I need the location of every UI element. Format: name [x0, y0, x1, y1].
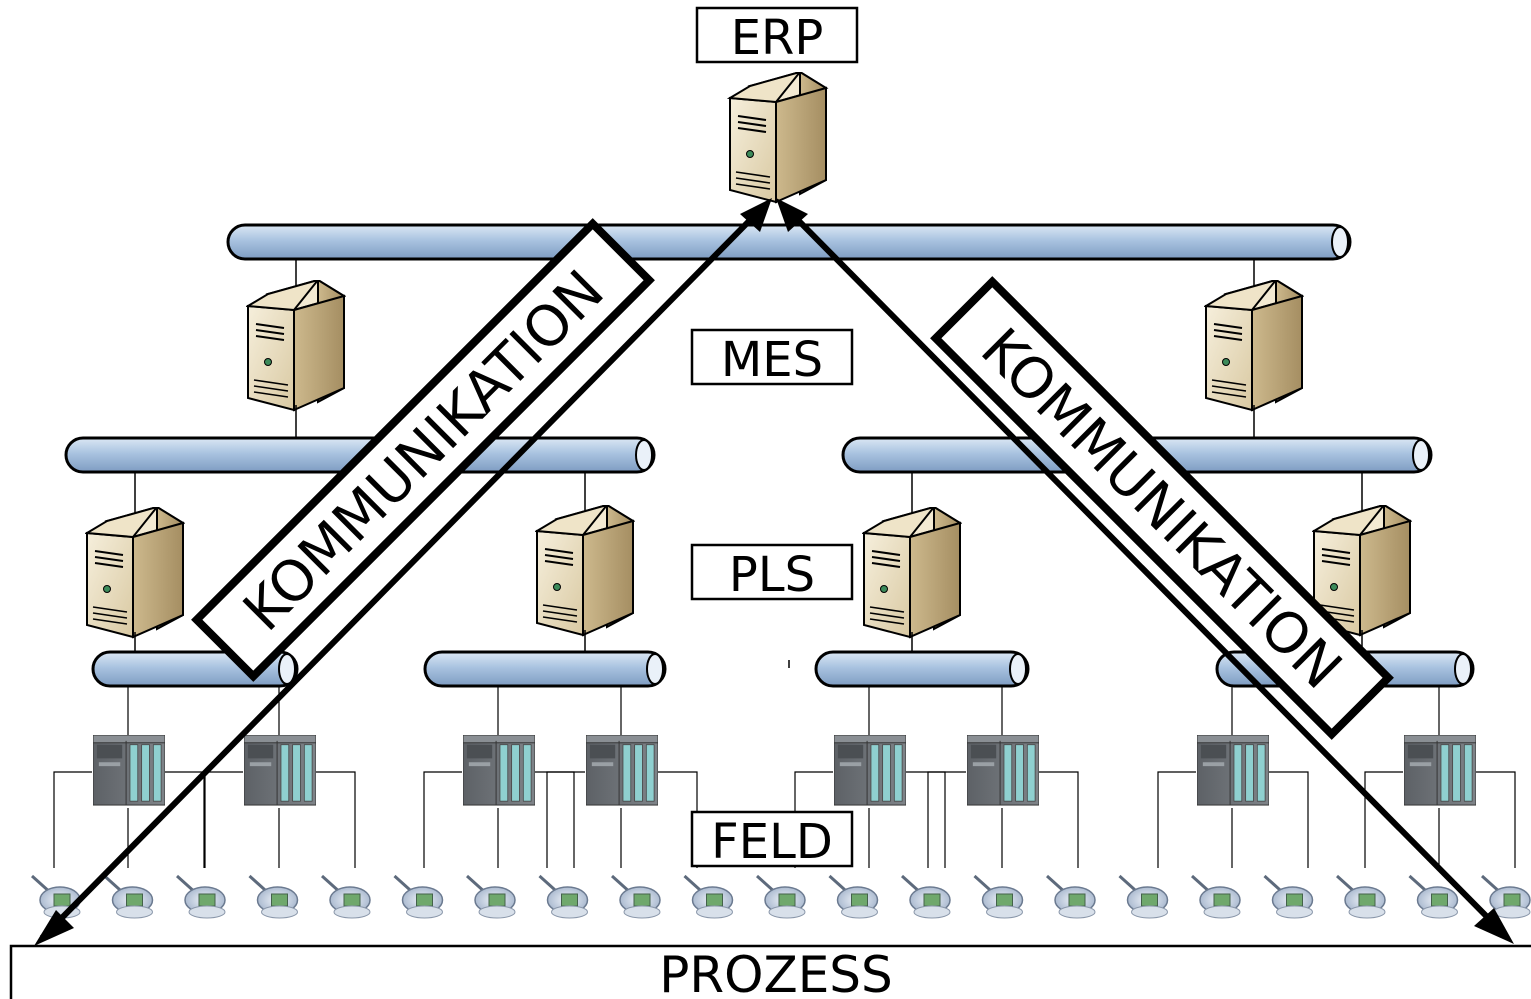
- field-sensor-icon: [1045, 874, 1097, 920]
- pls-server-1-icon: [86, 507, 184, 638]
- field-sensor-icon: [538, 874, 589, 920]
- arrow-head-top-left: [740, 198, 772, 232]
- field-sensor-icon: [393, 874, 444, 920]
- pls-bus-3-pipe: [814, 650, 1030, 688]
- plc-group: [93, 735, 1476, 806]
- field-sensor-icon: [465, 874, 517, 920]
- arrow-head-top-right: [776, 198, 808, 232]
- field-sensor-icon: [1118, 874, 1169, 920]
- field-sensor-icon: [1190, 874, 1242, 920]
- erp-label: ERP: [731, 10, 824, 66]
- mes-label: MES: [721, 332, 823, 388]
- field-sensor-icon: [103, 874, 154, 920]
- plc-controller-icon: [834, 735, 906, 806]
- plc-controller-icon: [1404, 735, 1476, 806]
- field-sensor-icon: [755, 874, 807, 920]
- field-sensor-icon: [1480, 874, 1531, 920]
- plc-controller-icon: [93, 735, 165, 806]
- field-wiring: [53, 686, 1516, 868]
- field-sensor-icon: [683, 874, 734, 920]
- sensor-group: [30, 874, 1531, 920]
- field-sensor-icon: [900, 874, 952, 920]
- feld-label-box: [690, 810, 854, 868]
- plc-controller-icon: [463, 735, 535, 806]
- field-sensor-icon: [1335, 874, 1387, 920]
- field-sensor-icon: [175, 874, 227, 920]
- plc-controller-icon: [1197, 735, 1269, 806]
- mes-label-box: [690, 328, 854, 386]
- field-sensor-icon: [1263, 874, 1314, 920]
- plc-controller-icon: [586, 735, 658, 806]
- mes-server-right-icon: [1205, 280, 1303, 411]
- prozess-label: PROZESS: [659, 946, 893, 999]
- plc-controller-icon: [244, 735, 316, 806]
- field-sensor-icon: [610, 874, 662, 920]
- mes-server-left-icon: [247, 280, 345, 411]
- field-sensor-icon: [828, 874, 879, 920]
- arrow-head-bottom-left: [34, 910, 74, 946]
- field-sensor-icon: [320, 874, 372, 920]
- prozess-box: [9, 944, 1531, 999]
- field-sensor-icon: [973, 874, 1024, 920]
- pls-bus-2-pipe: [423, 650, 667, 688]
- communication-arrows: [39, 209, 1508, 941]
- arrow-heads: [34, 198, 1514, 946]
- erp-server-icon: [728, 72, 828, 204]
- field-sensor-icon: [248, 874, 299, 920]
- pls-label-box: [690, 543, 854, 601]
- arrow-head-bottom-right: [1474, 908, 1514, 944]
- erp-label-box: [695, 6, 859, 64]
- pls-server-3-icon: [863, 507, 961, 638]
- feld-label: FELD: [711, 814, 833, 870]
- plc-controller-icon: [967, 735, 1039, 806]
- pls-server-2-icon: [536, 505, 634, 636]
- pls-label: PLS: [729, 547, 815, 603]
